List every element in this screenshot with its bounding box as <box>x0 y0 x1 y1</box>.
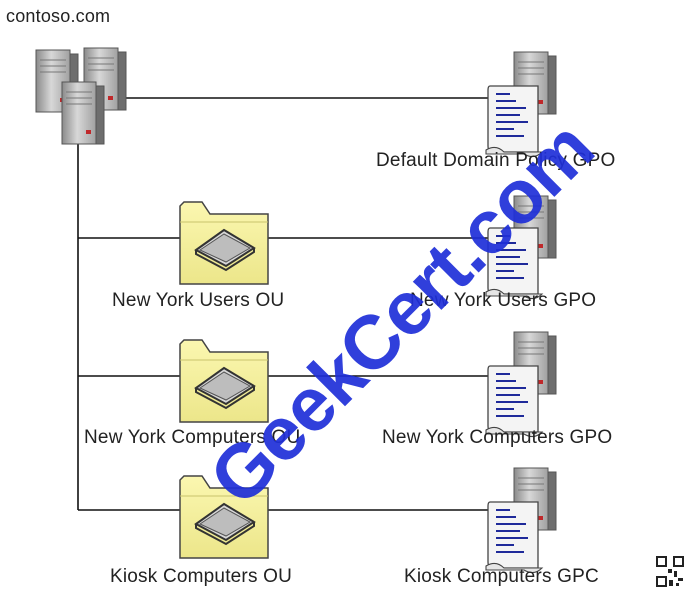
ou-label-ny-computers: New York Computers OU <box>84 427 301 448</box>
gpo-icon-kiosk <box>485 467 557 574</box>
gpo-label-ny-computers: New York Computers GPO <box>382 427 613 448</box>
domain-server-icon <box>35 47 127 145</box>
connector-lines <box>77 97 530 511</box>
domain-label: contoso.com <box>6 6 111 26</box>
ou-label-kiosk: Kiosk Computers OU <box>110 566 293 587</box>
gpo-label-default-domain: Default Domain Policy GPO <box>376 150 616 171</box>
gpo-icon-ny-computers <box>485 331 557 438</box>
ou-label-ny-users: New York Users OU <box>112 290 285 311</box>
ou-folder-icon-ny-users <box>179 201 269 285</box>
gpo-label-ny-users: New York Users GPO <box>410 290 597 311</box>
qr-code-icon <box>656 556 684 588</box>
gpo-label-kiosk: Kiosk Computers GPC <box>404 566 599 587</box>
